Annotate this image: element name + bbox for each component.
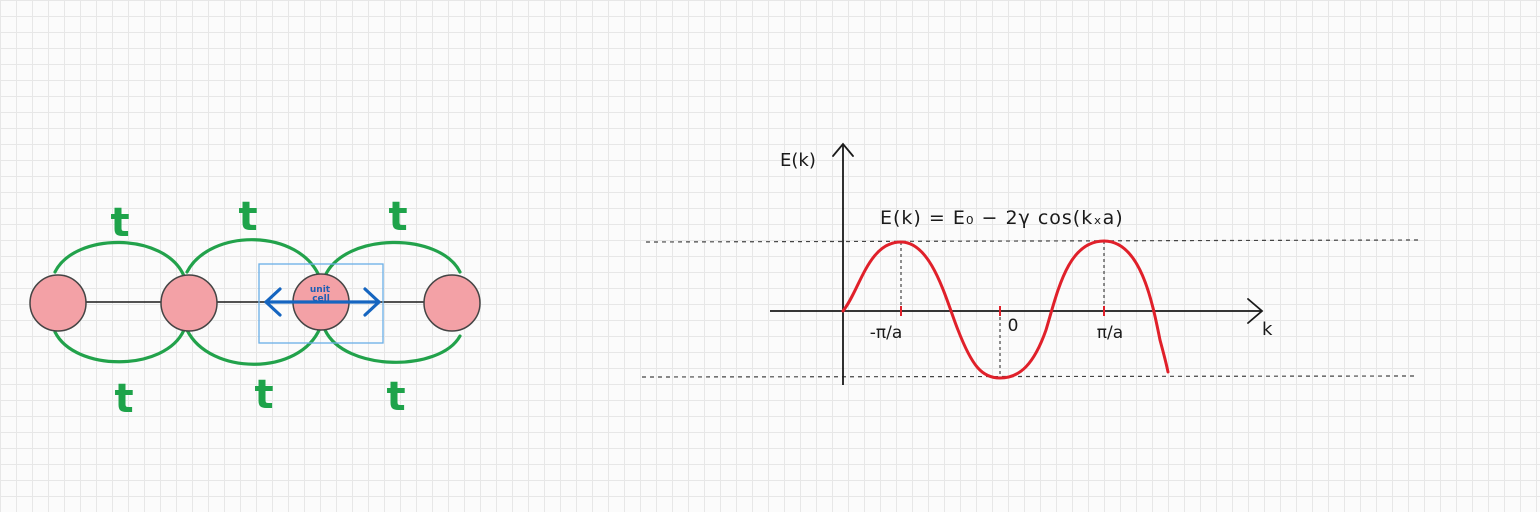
unit-cell-label-line2: cell [312, 294, 330, 304]
unit-cell-arrow [264, 287, 381, 317]
unit-cell-label-line1: unit [310, 285, 331, 295]
bond-arc-bottom-2 [185, 326, 322, 366]
tick-label-minus-pi: -π/a [870, 323, 903, 343]
x-axis-label: k [1262, 319, 1273, 340]
atom-4 [423, 274, 481, 332]
dispersion-plot: E(k) k E(k) = E₀ − 2γ cos(kₓa) -π/a 0 π/… [641, 142, 1419, 385]
bond-label-top-3: t [388, 194, 407, 240]
bond-label-top-2: t [238, 194, 257, 240]
tick-label-pi: π/a [1097, 323, 1123, 343]
lattice-diagram: unit cell t t t t t t [29, 194, 481, 422]
energy-curve [841, 239, 1170, 380]
bond-arc-bottom-1 [53, 328, 186, 364]
bond-arc-top-2 [185, 238, 322, 280]
bond-label-bottom-3: t [386, 374, 405, 420]
bond-label-bottom-2: t [254, 372, 273, 418]
unit-cell-box [258, 263, 384, 344]
dashed-line-bottom [641, 375, 1415, 378]
dispersion-formula: E(k) = E₀ − 2γ cos(kₓa) [880, 207, 1124, 229]
bond-arc-top-1 [53, 240, 186, 278]
bond-arc-bottom-3 [323, 328, 462, 364]
y-axis-arrowhead [832, 142, 854, 157]
x-axis-arrowhead [1247, 298, 1264, 324]
tick-label-zero: 0 [1008, 316, 1019, 336]
bond-label-top-1: t [110, 200, 129, 246]
y-axis-label: E(k) [780, 150, 816, 171]
atom-2 [160, 274, 218, 332]
bond-label-bottom-1: t [114, 376, 133, 422]
atom-1 [29, 274, 87, 332]
bond-arc-top-3 [323, 240, 462, 278]
dashed-line-top [645, 239, 1419, 243]
